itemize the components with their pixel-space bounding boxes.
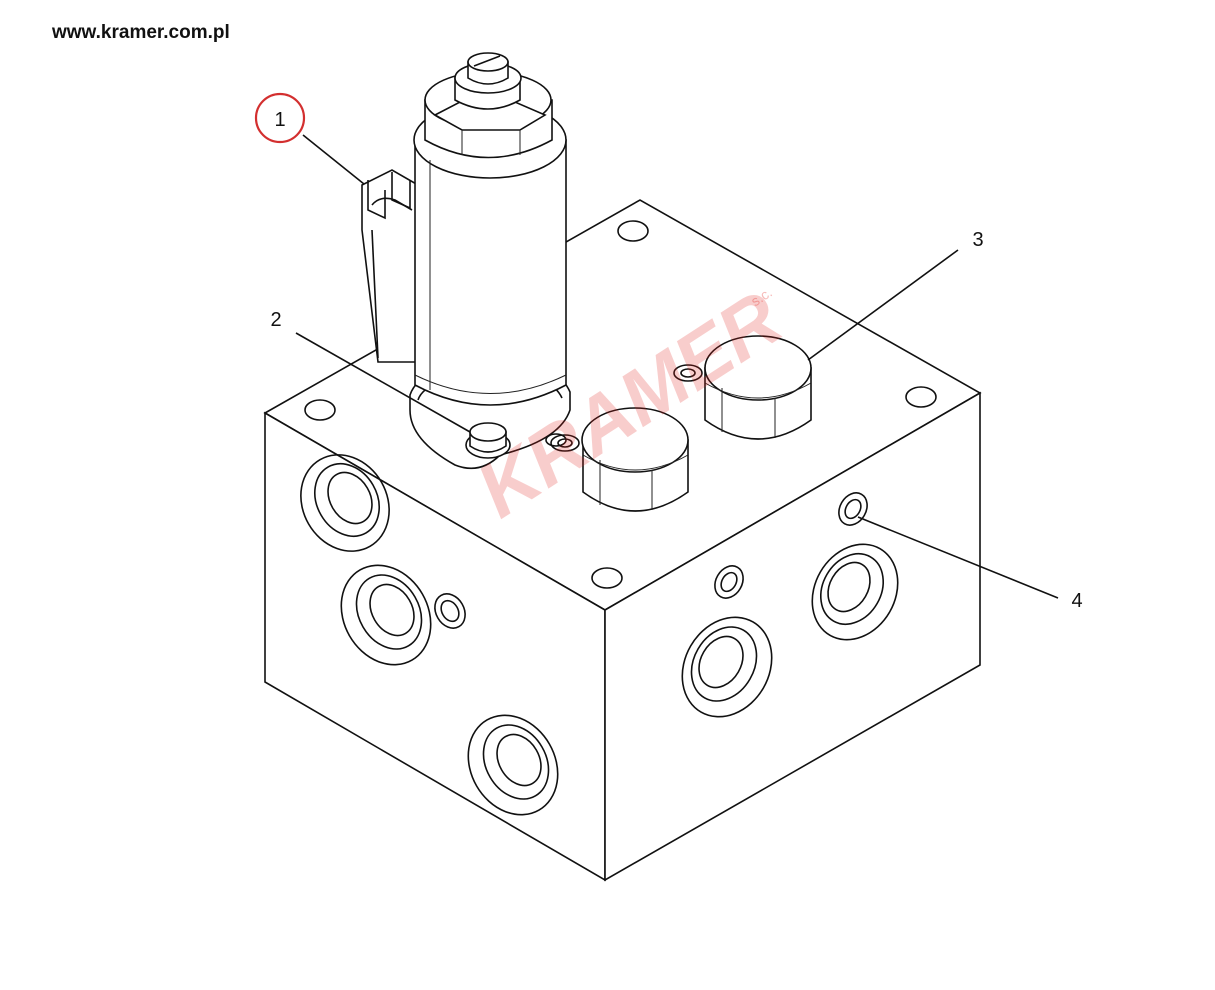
- leader-line-3: [807, 249, 959, 361]
- callout-2[interactable]: 2: [270, 309, 281, 331]
- callout-2-label: 2: [270, 309, 281, 331]
- callout-3[interactable]: 3: [972, 229, 983, 251]
- port-right-2: [811, 543, 899, 641]
- callout-3-label: 3: [972, 229, 983, 251]
- callout-1[interactable]: 1: [254, 92, 306, 144]
- port-left-1: [300, 454, 390, 552]
- solenoid-connector: [361, 169, 419, 363]
- site-url[interactable]: www.kramer.com.pl: [52, 22, 230, 43]
- hex-cap-front: [550, 407, 689, 512]
- leader-line-4: [857, 516, 1059, 599]
- solenoid-valve: [409, 52, 571, 470]
- leader-line-1: [302, 134, 365, 185]
- port-left-2: [340, 564, 432, 666]
- port-right-1: [681, 616, 773, 718]
- plug-left: [434, 593, 466, 629]
- port-left-3: [467, 714, 559, 816]
- flange-bolt: [465, 422, 567, 459]
- leader-line-2: [295, 332, 471, 433]
- callout-4[interactable]: 4: [1071, 590, 1082, 612]
- valve-block: [263, 199, 982, 882]
- callout-4-label: 4: [1071, 590, 1082, 612]
- hex-cap-rear: [673, 335, 812, 440]
- callout-1-highlight: [254, 92, 306, 144]
- plug-right-1: [714, 565, 744, 599]
- plug-right-2: [838, 492, 868, 526]
- callout-1-label: 1: [274, 109, 285, 131]
